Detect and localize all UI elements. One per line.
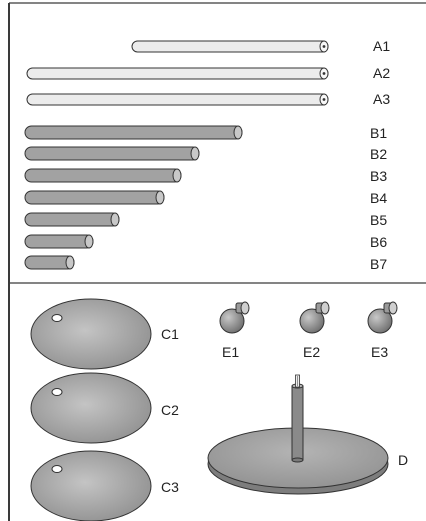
rod-a1 — [131, 40, 329, 53]
label-b5: B5 — [370, 212, 387, 228]
rod-b5 — [24, 212, 120, 227]
label-a3: A3 — [373, 91, 390, 107]
label-c3: C3 — [161, 479, 179, 495]
connector-e3 — [367, 301, 398, 334]
label-c2: C2 — [161, 402, 179, 418]
base-d — [207, 374, 389, 495]
label-b1: B1 — [370, 125, 387, 141]
disc-c3 — [30, 450, 152, 521]
disc-c1 — [30, 298, 152, 370]
label-b2: B2 — [370, 146, 387, 162]
rod-a2 — [26, 67, 329, 80]
rod-a3 — [26, 93, 329, 106]
label-a1: A1 — [373, 38, 390, 54]
label-b7: B7 — [370, 256, 387, 272]
rod-b1 — [24, 125, 243, 140]
label-e3: E3 — [371, 344, 388, 360]
label-e2: E2 — [303, 344, 320, 360]
rod-b4 — [24, 190, 165, 205]
label-a2: A2 — [373, 65, 390, 81]
connector-e2 — [299, 301, 330, 334]
rod-b6 — [24, 234, 94, 249]
rod-b7 — [24, 255, 75, 270]
label-d: D — [398, 452, 408, 468]
disc-c2 — [30, 372, 152, 444]
label-e1: E1 — [222, 344, 239, 360]
label-b4: B4 — [370, 190, 387, 206]
label-c1: C1 — [161, 326, 179, 342]
label-b3: B3 — [370, 168, 387, 184]
label-b6: B6 — [370, 234, 387, 250]
rod-b3 — [24, 168, 182, 183]
rod-b2 — [24, 146, 200, 161]
connector-e1 — [219, 301, 250, 334]
